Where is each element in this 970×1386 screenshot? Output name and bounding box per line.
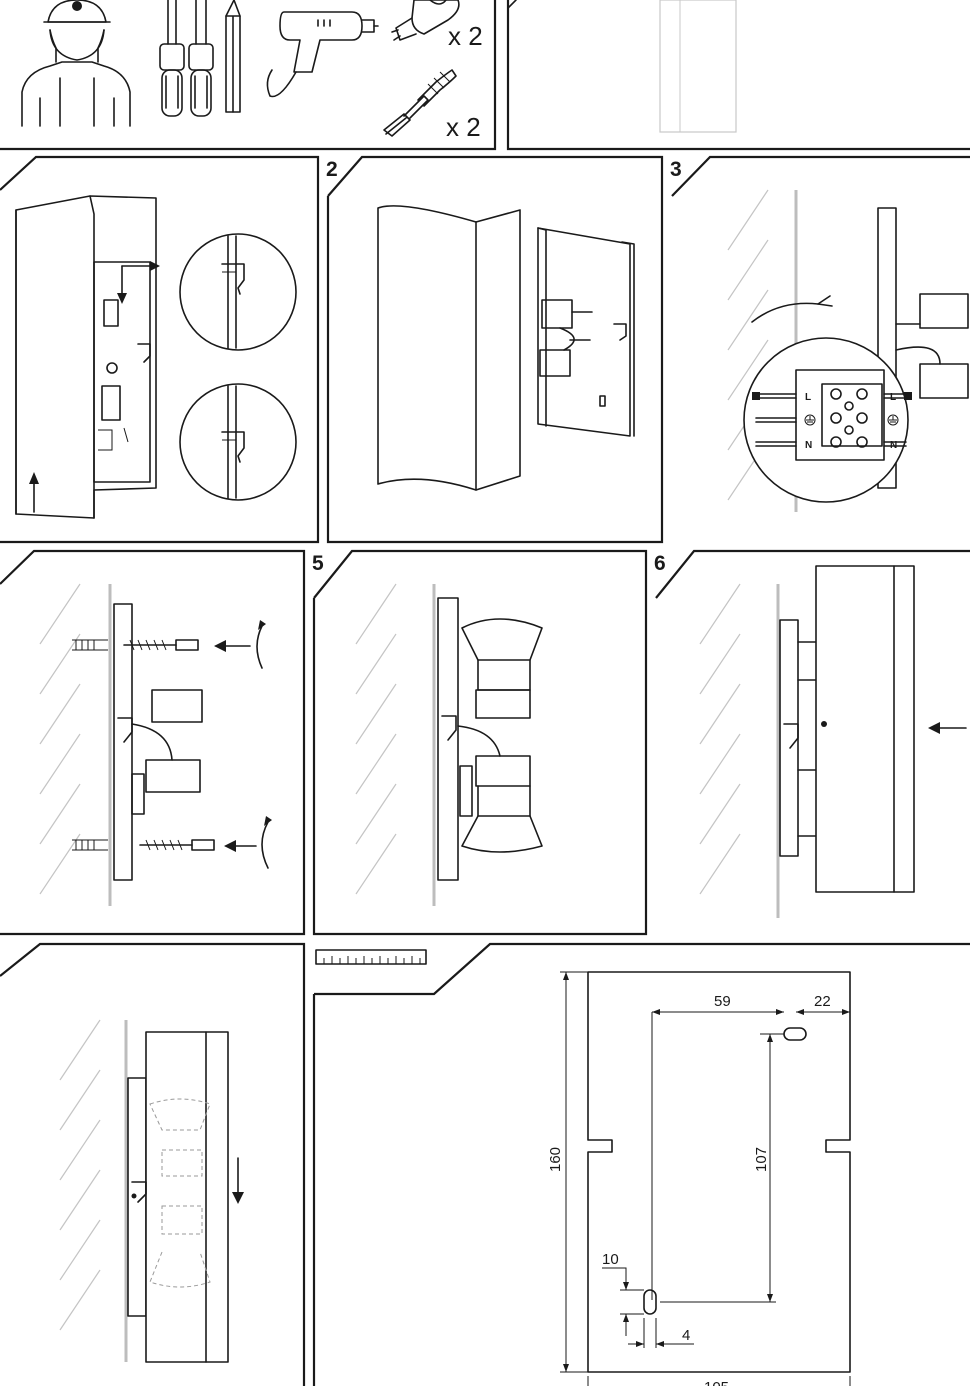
step-2-panel: 2 <box>326 155 664 544</box>
dimension-label: 160 <box>547 1147 564 1172</box>
ruler-icon <box>315 949 427 965</box>
bulb-quantity: x 2 <box>448 21 483 51</box>
gu10-bulb-icon <box>391 0 460 41</box>
dimension-label: 22 <box>814 993 831 1010</box>
step-number: 2 <box>326 158 338 181</box>
earth-symbol-icon <box>804 414 816 426</box>
wall-plug-icon <box>383 69 457 137</box>
step-7-panel <box>0 942 306 1386</box>
live-terminal-label: L <box>805 392 811 403</box>
screwdriver-icon <box>159 0 185 117</box>
step-4-panel <box>0 549 306 936</box>
pencil-icon <box>225 0 241 113</box>
screwdriver-icon <box>188 0 214 117</box>
step-3-panel: 3 L L N <box>670 155 970 512</box>
live-terminal-label: L <box>890 392 896 403</box>
drilling-template-panel: 59 22 160 107 10 4 105 <box>312 942 970 1386</box>
tools-panel: x 2 x 2 <box>0 0 497 151</box>
dimension-label: 4 <box>682 1327 690 1344</box>
step-6-panel: 6 <box>654 549 970 918</box>
clip-detail-bottom <box>179 383 297 501</box>
dimension-label: 59 <box>714 993 731 1010</box>
finished-lamp-panel <box>506 0 970 151</box>
dimension-label: 107 <box>753 1147 770 1172</box>
step-5-panel: 5 <box>312 549 648 936</box>
drill-icon <box>266 11 379 98</box>
step-number: 5 <box>312 552 324 575</box>
neutral-terminal-label: N <box>805 440 812 451</box>
earth-symbol-icon <box>887 414 899 426</box>
dowel-quantity: x 2 <box>446 112 481 142</box>
terminal-block-detail: L L N N <box>743 337 912 503</box>
neutral-terminal-label: N <box>890 440 897 451</box>
dimension-label: 10 <box>602 1251 619 1268</box>
step-number: 3 <box>670 158 682 181</box>
installer-person-icon <box>21 0 131 127</box>
gu10-bulb-lower <box>461 755 543 853</box>
step-1-panel <box>0 155 320 544</box>
dimension-label: 105 <box>704 1379 729 1386</box>
gu10-bulb-upper <box>461 618 543 719</box>
step-number: 6 <box>654 552 666 575</box>
clip-detail-top <box>179 233 297 351</box>
